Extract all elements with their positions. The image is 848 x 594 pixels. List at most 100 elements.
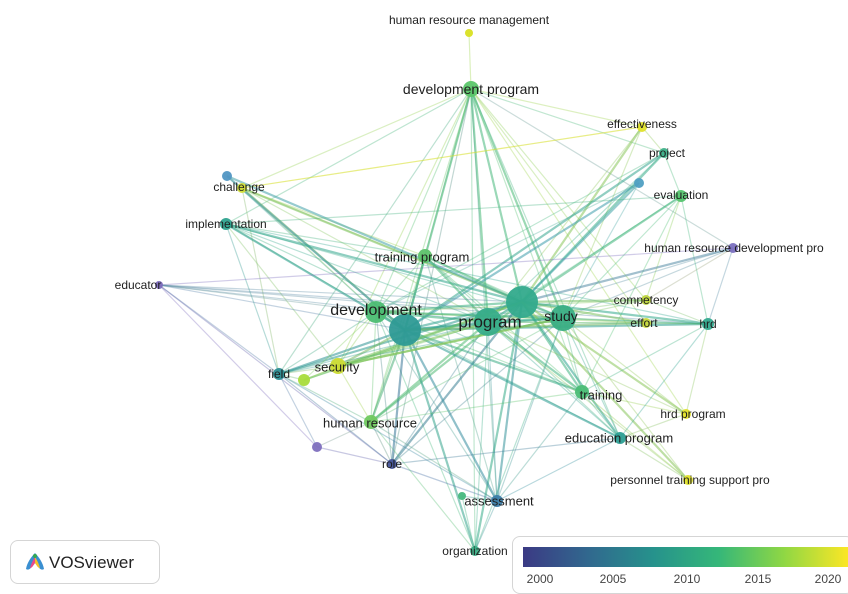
node-humres[interactable] xyxy=(364,415,378,429)
label-competency[interactable]: competency xyxy=(613,293,679,307)
node-development[interactable] xyxy=(365,301,387,323)
node-impl[interactable] xyxy=(220,218,232,230)
node-study[interactable] xyxy=(550,305,576,331)
node-effect[interactable] xyxy=(637,122,647,132)
label-study[interactable]: study xyxy=(544,308,578,324)
node-devprog[interactable] xyxy=(463,81,479,97)
label-role[interactable]: role xyxy=(381,457,403,471)
edge-development-effort xyxy=(375,311,647,324)
label-hrd-program[interactable]: hrd program xyxy=(660,407,726,421)
edge-trainprog-study xyxy=(424,255,564,319)
edge-c1-ptsp xyxy=(521,301,689,481)
edge-competency-study xyxy=(562,299,647,319)
label-organization[interactable]: organization xyxy=(442,544,508,558)
label-effectiveness[interactable]: effectiveness xyxy=(607,117,677,131)
edge-eduprog-ptsp xyxy=(619,437,689,481)
node-c1[interactable] xyxy=(506,286,538,318)
label-effort[interactable]: effort xyxy=(630,316,658,330)
edge-purple-humres xyxy=(316,421,372,448)
edge-devprog-c1 xyxy=(469,88,524,303)
edge-c1-org xyxy=(473,301,524,552)
label-implementation[interactable]: implementation xyxy=(185,217,267,231)
node-assess[interactable] xyxy=(491,495,503,507)
edge-eduprog-assess xyxy=(496,437,621,502)
edge-competency-c1 xyxy=(521,298,647,304)
node-c2[interactable] xyxy=(389,314,421,346)
edge-devprog-study xyxy=(469,88,565,319)
edge-yg-development xyxy=(303,311,377,381)
edge-devprog-field xyxy=(278,88,472,375)
node-hrdp[interactable] xyxy=(728,243,738,253)
edge-eduprog-role xyxy=(391,437,621,465)
node-ptsp[interactable] xyxy=(683,475,693,485)
label-human-resource-management[interactable]: human resource management xyxy=(388,13,550,27)
edge-development-hrd xyxy=(375,311,709,325)
node-field[interactable] xyxy=(273,368,285,380)
node-blue2[interactable] xyxy=(222,171,232,181)
node-effort[interactable] xyxy=(641,318,651,328)
label-project[interactable]: project xyxy=(648,146,686,160)
node-hrm[interactable] xyxy=(465,29,473,37)
edge-impl-development xyxy=(225,223,377,313)
edge-devprog-trainprog xyxy=(424,88,472,257)
edge-effect-c1 xyxy=(521,126,643,303)
label-assessment[interactable]: assessment xyxy=(464,493,534,509)
edge-educator-program xyxy=(158,284,489,323)
label-training-program[interactable]: training program xyxy=(374,249,470,265)
node-org[interactable] xyxy=(470,546,480,556)
node-program[interactable] xyxy=(474,308,502,336)
node-assess2[interactable] xyxy=(458,492,466,500)
label-evaluation[interactable]: evaluation xyxy=(653,188,709,202)
edge-competency-hrd xyxy=(645,299,709,325)
edge-development-security xyxy=(337,311,377,367)
edge-eduprog-hrdprogram xyxy=(619,413,687,439)
edge-devprog-challenge xyxy=(241,88,472,189)
label-training[interactable]: training xyxy=(579,387,623,403)
node-security[interactable] xyxy=(330,358,346,374)
node-purple[interactable] xyxy=(312,442,322,452)
node-educator[interactable] xyxy=(155,281,163,289)
node-eval[interactable] xyxy=(675,190,687,202)
vosviewer-logo-icon xyxy=(26,553,44,570)
label-human-resource-development-pro[interactable]: human resource development pro xyxy=(644,241,824,255)
node-yg[interactable] xyxy=(298,374,310,386)
label-program[interactable]: program xyxy=(458,312,522,332)
edge-development-c1 xyxy=(375,300,523,314)
edge-devprog-hrdp xyxy=(470,88,734,249)
node-eduprog[interactable] xyxy=(614,432,626,444)
node-blue1[interactable] xyxy=(634,178,644,188)
label-development[interactable]: development xyxy=(330,302,422,319)
node-challenge[interactable] xyxy=(237,183,247,193)
label-development-program[interactable]: development program xyxy=(402,81,540,97)
label-hrd[interactable]: hrd xyxy=(699,317,717,331)
node-role[interactable] xyxy=(387,459,397,469)
edge-impl-trainprog xyxy=(225,223,426,257)
edge-assess2-org xyxy=(461,495,476,552)
label-personnel-training-support-pro[interactable]: personnel training support pro xyxy=(610,473,770,487)
node-hrdprogram[interactable] xyxy=(681,409,691,419)
edge-program-assess xyxy=(487,321,498,502)
edge-training-assess xyxy=(496,391,583,502)
scale-tick-2000: 2000 xyxy=(526,572,554,586)
edge-role-humres xyxy=(370,421,393,465)
node-project[interactable] xyxy=(659,148,669,158)
label-education-program[interactable]: education program xyxy=(564,430,674,446)
node-training[interactable] xyxy=(575,385,589,399)
edge-educator-field xyxy=(158,284,280,375)
node-competency[interactable] xyxy=(641,295,651,305)
label-security[interactable]: security xyxy=(314,359,360,375)
label-human-resource[interactable]: human resource xyxy=(323,415,417,431)
edge-project-eval xyxy=(663,152,682,197)
label-challenge[interactable]: challenge xyxy=(213,180,265,194)
node-trainprog[interactable] xyxy=(418,249,432,263)
edge-study-hrd xyxy=(562,317,709,325)
label-field[interactable]: field xyxy=(267,367,291,381)
node-hrd[interactable] xyxy=(702,318,714,330)
label-educator[interactable]: educator xyxy=(114,278,162,292)
edge-training-ptsp xyxy=(581,391,689,481)
edge-eval-competency xyxy=(645,195,682,301)
edge-field-purple xyxy=(278,373,318,448)
edge-impl-eval xyxy=(225,195,682,225)
